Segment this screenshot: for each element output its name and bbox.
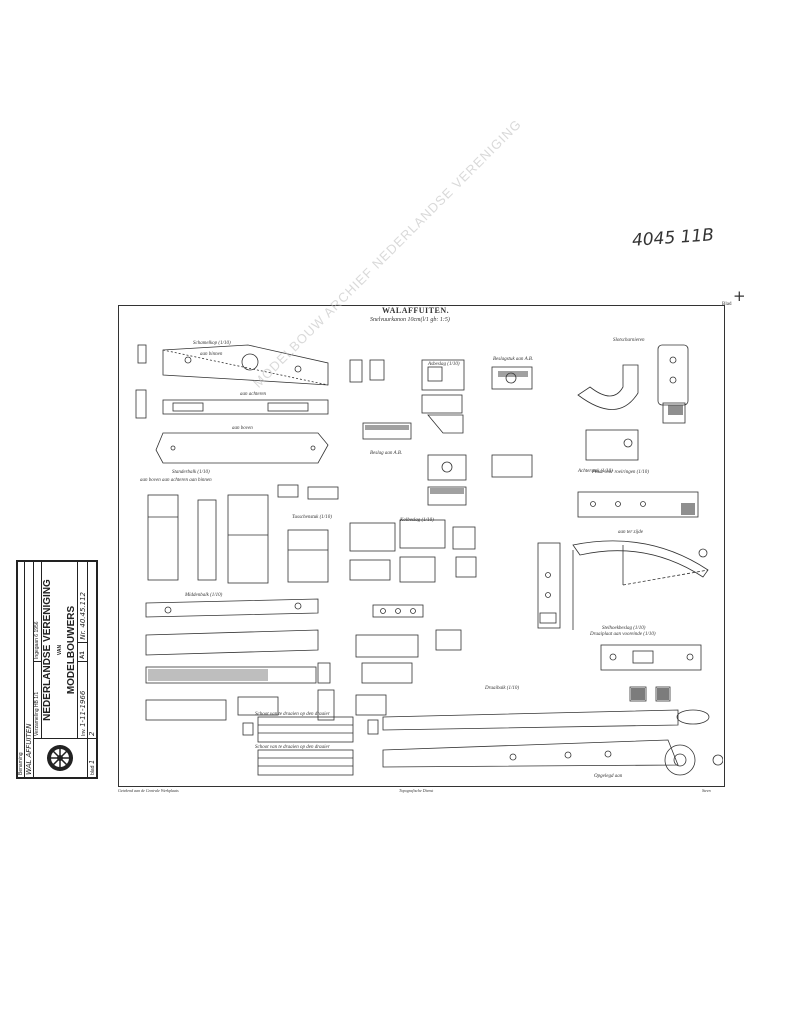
- technical-drawing: [135, 344, 723, 776]
- schoot-tables: [257, 716, 354, 776]
- draaibalk-views: [367, 686, 723, 776]
- stamp-nr: Nr. 40.45.112: [77, 561, 88, 643]
- label-aan-achteren-1: aan achteren: [240, 392, 267, 397]
- label-achterstuk: Achterstuk (1/10): [578, 469, 613, 474]
- stamp-org-line2: VAN: [57, 644, 64, 656]
- label-schoot-2: Schoot van te draaien op den draaier: [255, 745, 330, 750]
- footer-right: Steen: [702, 788, 711, 793]
- label-aan-binnen-1: aan binnen: [200, 352, 223, 357]
- stamp-item-name: WAL AFFUITEN: [24, 561, 34, 778]
- stamp-org-line3: MODELBOUWERS: [66, 605, 78, 695]
- stamp-size: A1: [77, 642, 88, 662]
- schamelkop-views: [135, 344, 329, 464]
- small-parts-center-top: [349, 359, 533, 506]
- label-aan-boven-1: aan boven: [232, 426, 253, 431]
- stamp-inv: Inv. 1-11-1966: [77, 661, 88, 739]
- standerbalk-views: [147, 484, 477, 584]
- registration-cross: +: [733, 287, 746, 305]
- label-beslagstuk: Beslagstuk aan A.B.: [493, 357, 534, 362]
- label-middenbalk: Middenbalk (1/10): [185, 593, 223, 598]
- stamp-row1: Verzameling HB 1/1: [33, 661, 42, 739]
- label-sloten: Slotscharnieren: [613, 338, 645, 343]
- label-views-staander: aan boven aan achteren aan binnen: [140, 478, 212, 483]
- stamp-table: Benaming WAL AFFUITEN: [17, 561, 97, 778]
- label-opgelegd: Opgelegd aan: [594, 774, 623, 779]
- label-kolbeslag: Kolbeslag (1/10): [400, 518, 434, 523]
- label-schoot-1: Schoot van te draaien op den draaier: [255, 712, 330, 717]
- stamp-logo: [33, 738, 88, 778]
- ship-wheel-logo-icon: [46, 745, 73, 771]
- handwritten-sheet-number: 4045 11B: [631, 225, 715, 251]
- archive-stamp: Benaming WAL AFFUITEN: [16, 560, 98, 779]
- label-plaatstuk: Plaat voor roeiringen (1/10): [592, 470, 649, 475]
- label-beslag-links: Beslag aan A.B.: [370, 451, 403, 456]
- drawing-subtitle: Snelvuurkanon 10cm(l/1 gb: 1:5): [370, 317, 450, 323]
- footer-middle: Topografische Dienst: [399, 788, 434, 793]
- label-draaibalk: Draaibalk (1/10): [485, 686, 520, 691]
- label-stelhoek: Stelhoekbeslag (1/10): [602, 626, 646, 631]
- stamp-blad: blad 1: [87, 738, 97, 778]
- stamp-organisation: NEDERLANDSE VERENIGING VAN MODELBOUWERS: [41, 561, 78, 739]
- stamp-org-line1: NEDERLANDSE VERENIGING: [42, 579, 54, 721]
- label-asbeslag: Asbeslag (1/10): [428, 362, 460, 367]
- label-tussenstuk: Tusschenstuk (1/10): [292, 515, 332, 520]
- drawing-title: WALAFFUITEN.: [382, 306, 450, 315]
- bracket-top-right: [577, 344, 699, 518]
- middenbalk-views: [145, 598, 331, 736]
- label-aan-zijde: aan ter zijde: [618, 530, 643, 535]
- stamp-sheet-count: 2: [87, 561, 97, 739]
- quadrant-view: [537, 540, 709, 671]
- label-staander: Standerbalk (1/10): [172, 470, 210, 475]
- drawing-sheet-border: [118, 305, 725, 787]
- footer-left: Getekend aan de Centrale Werkplaats: [118, 788, 179, 793]
- label-schamelkop: Schamelkop (1/10): [193, 341, 231, 346]
- stamp-header: Benaming: [17, 561, 25, 778]
- stamp-row1-date: Ingegaan 6 1956: [33, 561, 42, 662]
- label-draaiplaat: Draaiplaat aan vooreinde (1/10): [590, 632, 656, 637]
- onderrail-views: [317, 604, 462, 721]
- sheet-mark: Blad: [722, 302, 732, 307]
